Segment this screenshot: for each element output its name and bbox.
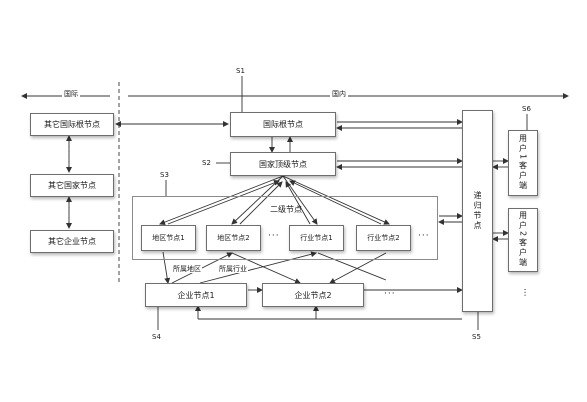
s6-label: S6 — [522, 105, 531, 113]
recursive-node: 递归节点 — [462, 110, 493, 312]
s4-label: S4 — [152, 333, 161, 341]
secondary-node-label: 二级节点 — [270, 205, 302, 214]
client-more-ellipsis: ··· — [519, 288, 529, 297]
enterprise-node-2: 企业节点2 — [262, 283, 364, 307]
region-node-2: 地区节点2 — [206, 225, 261, 251]
secondary-node-group — [132, 196, 438, 260]
client-node-2: 用户2客户端 — [508, 208, 538, 272]
domestic-label: 国内 — [330, 90, 348, 98]
industry-node-1: 行业节点1 — [289, 225, 344, 251]
s2-label: S2 — [202, 159, 211, 167]
region-more-ellipsis: ··· — [268, 231, 280, 241]
belong-industry-label: 所属行业 — [218, 265, 248, 273]
industry-node-2: 行业节点2 — [356, 225, 411, 251]
other-country-node: 其它国家节点 — [30, 174, 114, 197]
s1-label: S1 — [236, 67, 245, 75]
industry-more-ellipsis: ··· — [418, 231, 430, 241]
s5-label: S5 — [472, 333, 481, 341]
national-top-node: 国家顶级节点 — [230, 152, 336, 176]
other-enterprise-node: 其它企业节点 — [30, 230, 114, 253]
belong-region-label: 所属地区 — [172, 265, 202, 273]
enterprise-more-ellipsis: ··· — [384, 289, 396, 299]
enterprise-node-1: 企业节点1 — [145, 283, 247, 307]
international-label: 国际 — [62, 90, 80, 98]
client-node-1: 用户1客户端 — [508, 130, 538, 196]
intl-root-node: 国际根节点 — [230, 112, 336, 137]
region-node-1: 地区节点1 — [141, 225, 196, 251]
s3-label: S3 — [160, 171, 169, 179]
other-intl-root-node: 其它国际根节点 — [30, 113, 114, 136]
